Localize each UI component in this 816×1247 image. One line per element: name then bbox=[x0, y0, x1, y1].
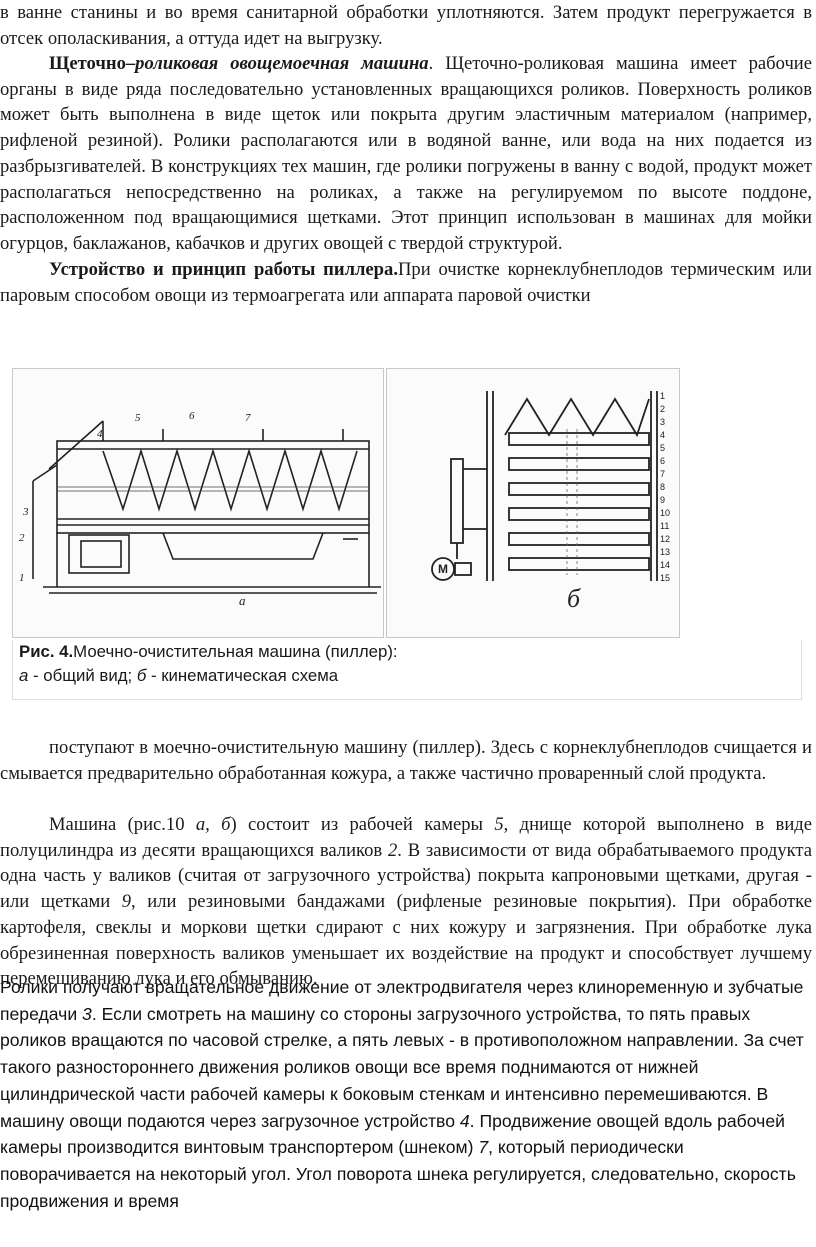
text-run: . В зависимости от вида обрабатываемого … bbox=[0, 839, 813, 913]
callout-r2: 2 bbox=[660, 404, 665, 414]
caption-label: Рис. 4. bbox=[19, 642, 74, 661]
callout-4: 4 bbox=[97, 428, 103, 440]
text-run: Машина (рис.10 bbox=[49, 814, 196, 835]
caption-b-letter: б bbox=[136, 666, 147, 685]
text-run: . Продвижение овощей вдоль рабочей камер… bbox=[0, 1110, 785, 1158]
callout-5: 5 bbox=[135, 412, 141, 424]
callout-r14: 14 bbox=[660, 560, 670, 570]
text-run: . Если смотреть на машину со стороны заг… bbox=[0, 1003, 804, 1131]
section-title-brush-roller-a: Щеточно– bbox=[49, 53, 136, 74]
caption-a-text: - общий вид; bbox=[28, 666, 137, 685]
callout-1: 1 bbox=[19, 572, 25, 584]
panel-label-b: б bbox=[567, 584, 581, 613]
figure-panel-kinematic-scheme: 1 2 3 4 5 6 7 8 9 10 11 12 13 14 15 M bbox=[386, 368, 680, 638]
callout-6: 6 bbox=[189, 410, 195, 422]
part-number: 7 bbox=[478, 1137, 489, 1158]
part-number: 2 bbox=[387, 839, 398, 861]
paragraph-machine-structure: Машина (рис.10 а, б) состоит из рабочей … bbox=[0, 812, 812, 992]
callout-r3: 3 bbox=[660, 417, 665, 427]
paragraph-intro: в ванне станины и во время санитарной об… bbox=[0, 2, 812, 49]
figure-panel-general-view: 1 2 3 4 5 6 7 а bbox=[12, 368, 384, 638]
callout-r6: 6 bbox=[660, 456, 665, 466]
callout-7: 7 bbox=[245, 412, 251, 424]
paragraph-peeler-principle: Устройство и принцип работы пиллера.При … bbox=[0, 257, 812, 308]
callout-2: 2 bbox=[19, 532, 25, 544]
paragraph-peeler-input: поступают в моечно-очистительную машину … bbox=[0, 737, 812, 784]
motor-label: M bbox=[438, 562, 448, 576]
text-run: ) состоит из рабочей камеры bbox=[230, 814, 495, 835]
section-title-brush-roller-b: роликовая овощемоечная машина bbox=[135, 53, 429, 74]
callout-r5: 5 bbox=[660, 443, 665, 453]
caption-line-2: а - общий вид; б - кинематическая схема bbox=[19, 664, 795, 688]
kinematic-scheme-drawing: 1 2 3 4 5 6 7 8 9 10 11 12 13 14 15 M bbox=[431, 391, 670, 613]
callout-r15: 15 bbox=[660, 573, 670, 583]
caption-a-letter: а bbox=[19, 666, 29, 685]
callout-r13: 13 bbox=[660, 547, 670, 557]
figure-caption: Рис. 4.Моечно-очистительная машина (пилл… bbox=[12, 640, 802, 700]
callout-3: 3 bbox=[22, 506, 29, 518]
caption-b-text: - кинематическая схема bbox=[146, 666, 339, 685]
paragraph-peeler-text: При очистке корнеклубнеплодов термически… bbox=[0, 259, 812, 306]
part-number: 5 bbox=[494, 814, 504, 835]
part-number: 4 bbox=[459, 1110, 470, 1131]
paragraph-brush-roller-text: . Щеточно-роликовая машина имеет рабочие… bbox=[0, 53, 813, 254]
callout-r7: 7 bbox=[660, 469, 665, 479]
text-run: , который периодически поворачивается на… bbox=[0, 1137, 796, 1211]
section-title-peeler: Устройство и принцип работы пиллера. bbox=[49, 259, 398, 280]
callout-r12: 12 bbox=[660, 534, 670, 544]
callout-r8: 8 bbox=[660, 482, 665, 492]
part-number: 3 bbox=[82, 1003, 92, 1024]
callout-r1: 1 bbox=[660, 391, 665, 401]
callout-r4: 4 bbox=[660, 430, 665, 440]
figure-ref: а, б bbox=[195, 814, 231, 835]
callout-r10: 10 bbox=[660, 508, 670, 518]
panel-label-a: а bbox=[239, 593, 246, 608]
text-run: , днище которой выполнено в виде полуцил… bbox=[0, 814, 812, 861]
caption-line-1: Рис. 4.Моечно-очистительная машина (пилл… bbox=[19, 640, 795, 664]
callout-r9: 9 bbox=[660, 495, 665, 505]
text-run: , или резиновыми бандажами (рифленые рез… bbox=[0, 891, 812, 990]
paragraph-brush-roller-machine: Щеточно–роликовая овощемоечная машина. Щ… bbox=[0, 51, 812, 257]
caption-title: Моечно-очистительная машина (пиллер): bbox=[73, 642, 398, 661]
text-run: Ролики получают вращательное движение от… bbox=[0, 977, 804, 1024]
figure-peeler: 1 2 3 4 5 6 7 а bbox=[12, 368, 802, 638]
paragraph-roller-rotation: Ролики получают вращательное движение от… bbox=[0, 974, 812, 1214]
general-view-drawing: 1 2 3 4 5 6 7 а bbox=[19, 410, 381, 608]
part-number: 9 bbox=[121, 891, 132, 913]
callout-r11: 11 bbox=[660, 521, 669, 531]
